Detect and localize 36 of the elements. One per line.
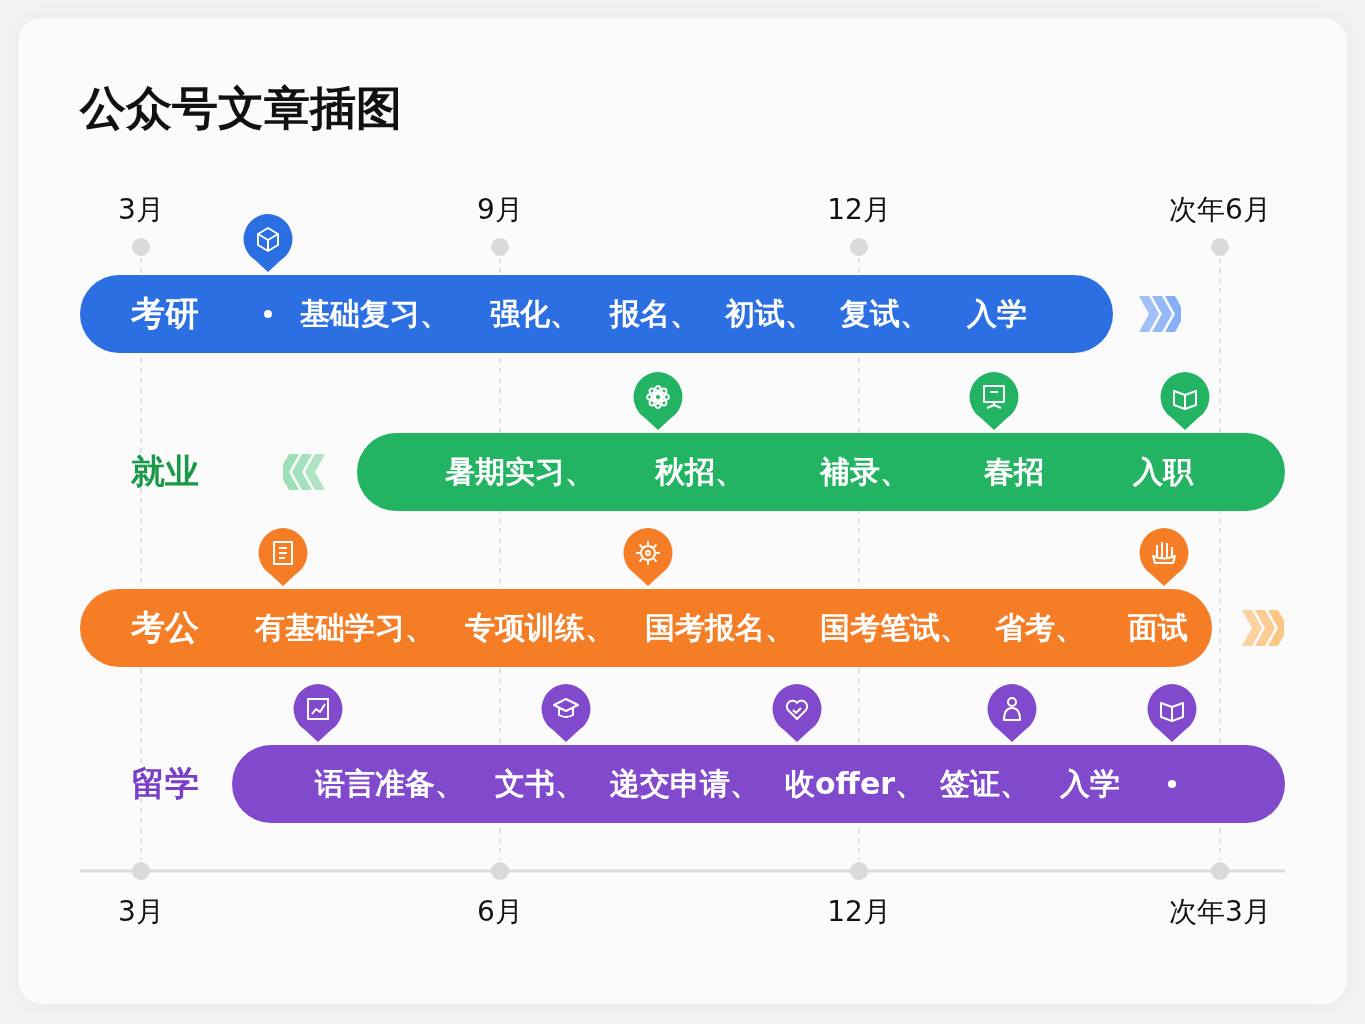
step-label: 报名、 <box>610 294 700 333</box>
step-label: 国考笔试、 <box>820 608 970 647</box>
step-label: 補录、 <box>820 452 910 491</box>
step-label: 秋招、 <box>655 452 745 491</box>
step-label: 收offer、 <box>784 764 926 803</box>
step-label: 春招 <box>984 452 1044 491</box>
step-label: 文书、 <box>495 764 585 803</box>
month-label: 12月 <box>827 192 891 228</box>
month-label: 次年6月 <box>1169 192 1271 228</box>
step-label: 暑期实习、 <box>445 452 595 491</box>
month-label: 3月 <box>118 192 164 228</box>
step-label: 面试 <box>1128 608 1188 647</box>
month-label: 6月 <box>477 894 523 930</box>
month-label: 12月 <box>827 894 891 930</box>
step-label: 有基础学习、 <box>255 608 435 647</box>
step-label: 省考、 <box>995 608 1085 647</box>
step-label: 入学 <box>967 294 1027 333</box>
track-name: 考研 <box>131 292 199 335</box>
step-label: 复试、 <box>840 294 930 333</box>
step-label: 入职 <box>1133 452 1193 491</box>
track-name: 留学 <box>131 762 199 805</box>
month-label: 9月 <box>477 192 523 228</box>
step-label: 专项训练、 <box>465 608 615 647</box>
step-label: 递交申请、 <box>610 764 760 803</box>
step-label: 基础复习、 <box>300 294 450 333</box>
month-label: 3月 <box>118 894 164 930</box>
track-name: 考公 <box>131 606 199 649</box>
step-label: 国考报名、 <box>645 608 795 647</box>
step-label: 签证、 <box>940 764 1030 803</box>
month-label: 次年3月 <box>1169 894 1271 930</box>
title: 公众号文章插图 <box>80 80 402 137</box>
step-label: 入学 <box>1060 764 1120 803</box>
step-label: 语言准备、 <box>315 764 465 803</box>
track-name: 就业 <box>131 450 199 493</box>
step-label: 初试、 <box>725 294 815 333</box>
step-label: 强化、 <box>490 294 580 333</box>
